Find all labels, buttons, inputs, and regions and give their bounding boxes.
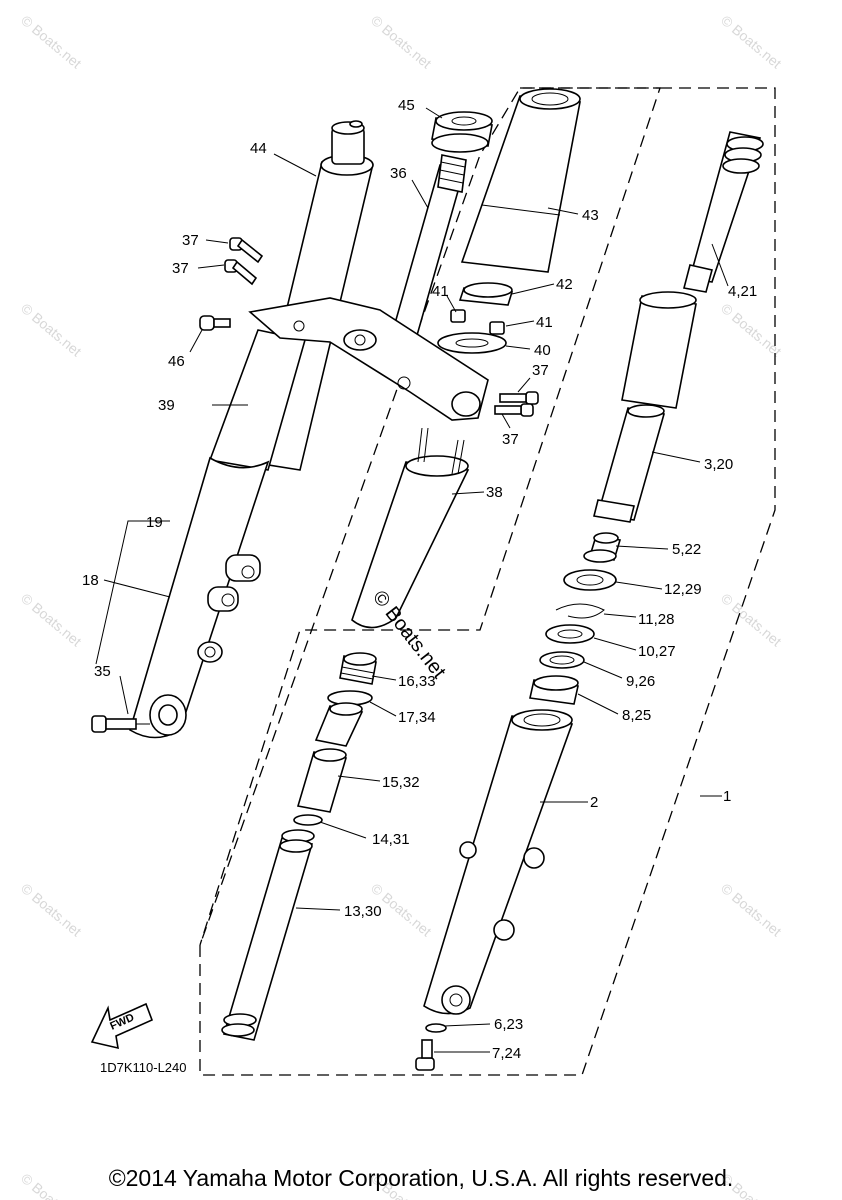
callout-18: 18 [82,572,99,589]
washer-9 [539,651,585,669]
damper-rod-4 [683,131,764,293]
callout-4-21: 4,21 [728,283,757,300]
bolt-37-right-2 [494,403,534,417]
under-bracket [248,297,489,421]
callout-6-23: 6,23 [494,1016,523,1033]
clip-11 [555,603,605,619]
watermark: © Boats.net [718,590,785,649]
washer-14 [293,814,323,826]
callout-labels: 1 2 3,20 4,21 5,22 6,23 7,24 8,25 9,26 1… [82,97,757,1062]
callout-45: 45 [398,97,415,114]
callout-19: 19 [146,514,163,531]
callout-1: 1 [723,788,731,805]
callout-37-c: 37 [532,362,549,379]
cap-bolt-16 [339,652,377,685]
inner-tube-3 [593,291,697,523]
watermark: © Boats.net [18,590,85,649]
assembly-boundary-outer [199,87,776,1076]
fork-spring-13 [221,829,315,1041]
watermark: © Boats.net [718,880,785,939]
callout-12-29: 12,29 [664,581,702,598]
callout-5-22: 5,22 [672,541,701,558]
washer-40 [437,332,507,354]
callout-13-30: 13,30 [344,903,382,920]
callout-15-32: 15,32 [382,774,420,791]
bolt-35 [91,715,150,733]
callout-41-a: 41 [432,283,449,300]
bushing-5 [583,532,622,563]
callout-17-34: 17,34 [398,709,436,726]
callout-40: 40 [534,342,551,359]
callout-37-d: 37 [502,431,519,448]
callout-10-27: 10,27 [638,643,676,660]
diagram-code: 1D7K110-L240 [100,1060,187,1075]
lower-slider-18 [129,456,270,739]
forward-direction-arrow: FWD [90,1002,154,1050]
callout-2: 2 [590,794,598,811]
watermark: © Boats.net [718,12,785,71]
callout-42: 42 [556,276,573,293]
callout-37-b: 37 [172,260,189,277]
callout-3-20: 3,20 [704,456,733,473]
assembly-boundary-inner [199,87,661,946]
bolt-37-right-1 [499,391,539,405]
upper-cover-43 [460,88,581,273]
callout-39: 39 [158,397,175,414]
watermark: © Boats.net [18,300,85,359]
bearing-45 [431,111,493,153]
callout-46: 46 [168,353,185,370]
nut-42 [458,282,514,306]
watermark-dark: © Boats.net [368,587,450,683]
watermark: © Boats.net [718,300,785,359]
callout-16-33: 16,33 [398,673,436,690]
leader-lines [95,107,729,1053]
bolt-37-top-1 [229,237,264,264]
bolt-37-top-2 [224,259,258,286]
washer-6 [425,1023,447,1033]
seal-10 [545,624,595,644]
spacer-15 [296,702,364,813]
nut-41-right [489,321,505,335]
nut-41-left [450,309,466,323]
callout-41-b: 41 [536,314,553,331]
callout-37-a: 37 [182,232,199,249]
callout-36: 36 [390,165,407,182]
callout-8-25: 8,25 [622,707,651,724]
watermark: © Boats.net [368,12,435,71]
callout-44: 44 [250,140,267,157]
bushing-8 [529,675,579,705]
callout-43: 43 [582,207,599,224]
outer-slider-2 [423,709,574,1015]
callout-14-31: 14,31 [372,831,410,848]
callout-9-26: 9,26 [626,673,655,690]
lower-cover-38 [351,427,470,629]
watermark: © Boats.net [18,880,85,939]
callout-11-28: 11,28 [638,611,674,628]
bolt-7 [415,1039,435,1071]
copyright-notice: ©2014 Yamaha Motor Corporation, U.S.A. A… [108,1165,734,1191]
steering-stem-36 [384,154,467,361]
callout-35: 35 [94,663,111,680]
watermark: © Boats.net [18,12,85,71]
oil-seal-12 [563,569,617,591]
callout-38: 38 [486,484,503,501]
callout-7-24: 7,24 [492,1045,521,1062]
bolt-46 [199,315,231,331]
